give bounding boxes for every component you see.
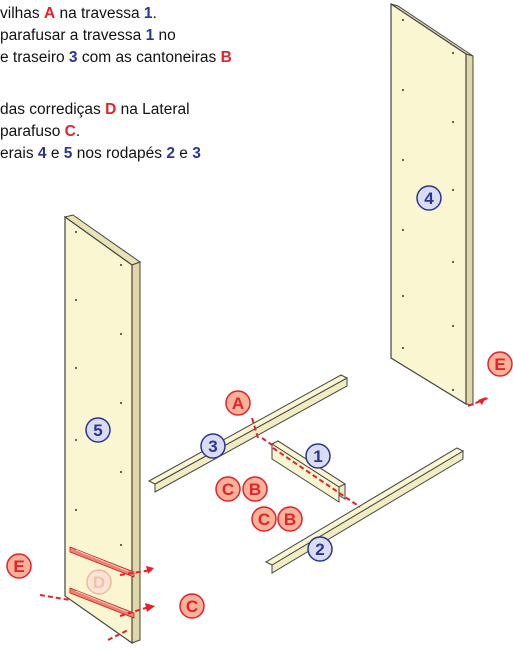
badge-label-hw_C_3: C	[186, 597, 198, 616]
instruction-segment: no	[154, 27, 176, 44]
badge-hw_A: A	[225, 390, 251, 416]
badge-part_4: 4	[416, 185, 442, 211]
instruction-segment: .	[152, 5, 157, 22]
badge-hw_C_3: C	[179, 593, 205, 619]
instruction-segment: das corrediças	[0, 101, 106, 118]
instruction-segment: D	[105, 101, 117, 118]
badge-label-hw_E_1: E	[13, 557, 24, 576]
instruction-segment: .	[75, 123, 81, 140]
instruction-segment: 1	[143, 5, 153, 22]
badge-label-part_2: 2	[315, 540, 324, 559]
instruction-segment: 4	[37, 145, 47, 162]
badge-hw_E_2: E	[487, 351, 513, 377]
instruction-segment: C	[64, 123, 76, 140]
instruction-line-6: erais 4 e 5 nos rodapés 2 e 3	[0, 144, 201, 164]
instruction-segment: na travessa	[55, 5, 144, 22]
instruction-segment: A	[43, 5, 56, 22]
badge-label-part_5: 5	[93, 421, 102, 440]
instruction-line-2: parafusar a travessa 1 no	[0, 26, 176, 46]
instruction-segment: nos rodapés	[72, 145, 167, 162]
instruction-segment: 3	[192, 145, 201, 162]
instruction-segment: na Lateral	[116, 101, 190, 118]
instruction-segment: com as cantoneiras	[77, 49, 221, 66]
instruction-line-5: parafuso C.	[0, 122, 80, 142]
instruction-segment: 1	[145, 27, 155, 44]
instruction-segment: e	[46, 145, 64, 162]
instruction-segment: 3	[68, 49, 78, 66]
instruction-segment: erais	[0, 145, 38, 162]
instruction-segment: parafusar a travessa	[0, 27, 146, 44]
instruction-segment: 2	[166, 145, 175, 162]
instruction-segment: e traseiro	[0, 49, 69, 66]
rail-3	[147, 374, 349, 493]
badge-hw_C_2: C	[251, 506, 277, 532]
badge-label-hw_E_2: E	[494, 355, 505, 374]
badge-label-hw_B_1: B	[249, 480, 261, 499]
badge-part_3: 3	[200, 433, 226, 459]
instruction-segment: 5	[63, 145, 73, 162]
badge-label-part_1: 1	[313, 447, 322, 466]
badge-label-hw_C_1: C	[222, 480, 234, 499]
badge-part_5: 5	[85, 417, 111, 443]
badge-part_2: 2	[307, 536, 333, 562]
badge-label-hw_B_2: B	[284, 510, 296, 529]
badge-hw_C_1: C	[215, 476, 241, 502]
instruction-segment: e	[174, 145, 193, 162]
instruction-line-1: vilhas A na travessa 1.	[0, 4, 157, 24]
instruction-line-4: das corrediças D na Lateral	[0, 100, 190, 120]
badge-label-hw_C_2: C	[258, 510, 270, 529]
badge-hw_B_2: B	[277, 506, 303, 532]
badge-hw_D: D	[86, 569, 112, 595]
instruction-segment: vilhas	[0, 5, 44, 22]
badge-label-part_4: 4	[424, 189, 434, 208]
badge-label-hw_D: D	[93, 573, 105, 592]
badge-label-part_3: 3	[208, 437, 217, 456]
badge-label-hw_A: A	[232, 394, 244, 413]
badge-part_1: 1	[305, 443, 331, 469]
instruction-segment: B	[220, 49, 232, 66]
instruction-line-3: e traseiro 3 com as cantoneiras B	[0, 48, 232, 68]
instruction-segment: parafuso	[0, 123, 65, 140]
badge-hw_E_1: E	[6, 553, 32, 579]
badge-hw_B_1: B	[242, 476, 268, 502]
drawer-slide-rails	[69, 546, 135, 619]
